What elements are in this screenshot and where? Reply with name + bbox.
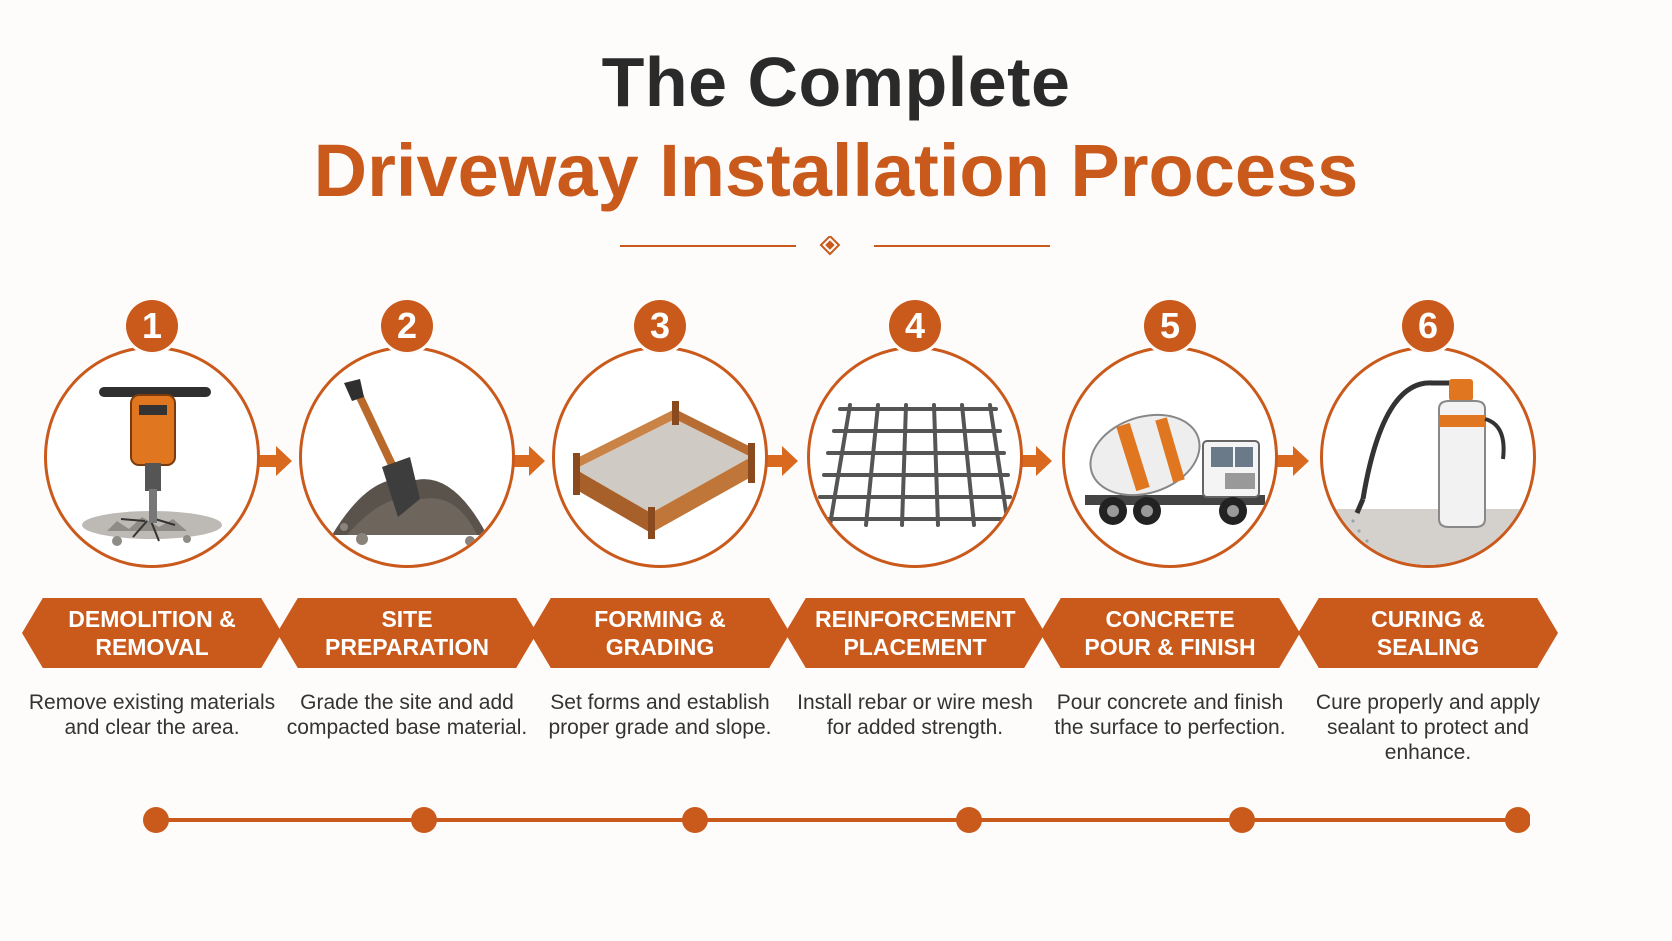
timeline-dot (1505, 807, 1530, 833)
step-description: Remove existing materials and clear the … (28, 691, 276, 739)
step-title-banner: CONCRETE POUR & FINISH (1040, 598, 1300, 668)
wood-forms-icon (573, 401, 755, 539)
step-description: Pour concrete and finish the surface to … (1054, 691, 1286, 739)
step-title: REINFORCEMENT PLACEMENT (815, 606, 1016, 660)
step-2: 2 SITE PREPARATION Grade the site and ad… (277, 300, 537, 770)
jackhammer-icon (82, 387, 222, 546)
step-number-badge: 1 (126, 300, 178, 352)
arrow-right-icon (764, 446, 798, 476)
step-description: Grade the site and add compacted base ma… (286, 691, 528, 739)
step-title-banner: SITE PREPARATION (277, 598, 537, 668)
step-number-badge: 5 (1144, 300, 1196, 352)
step-title-banner: CURING & SEALING (1298, 598, 1558, 668)
rebar-mesh-icon (816, 403, 1014, 527)
step-title: SITE PREPARATION (325, 606, 489, 660)
progress-timeline (143, 807, 1530, 833)
step-title-banner: FORMING & GRADING (530, 598, 790, 668)
step-description: Install rebar or wire mesh for added str… (797, 691, 1033, 739)
step-description: Cure properly and apply sealant to prote… (1315, 691, 1541, 764)
timeline-dot (411, 807, 437, 833)
step-number-badge: 6 (1402, 300, 1454, 352)
step-illustration (552, 346, 768, 568)
arrow-right-icon (511, 446, 545, 476)
arrow-right-icon (1018, 446, 1052, 476)
shovel-icon (332, 379, 487, 546)
timeline-dot (1229, 807, 1255, 833)
timeline-dot (956, 807, 982, 833)
step-title: CURING & SEALING (1371, 606, 1485, 660)
step-illustration (299, 346, 515, 568)
step-illustration (1320, 346, 1536, 568)
step-title-banner: REINFORCEMENT PLACEMENT (785, 598, 1045, 668)
pump-sprayer-icon (1323, 379, 1533, 565)
step-6: 6 CURING & SEALING Cure properly and app… (1298, 300, 1558, 770)
timeline-dot (143, 807, 169, 833)
timeline-dot (682, 807, 708, 833)
step-3: 3 FORMING & GRADING Set forms and establ… (530, 300, 790, 770)
step-title-banner: DEMOLITION & REMOVAL (22, 598, 282, 668)
step-number-badge: 4 (889, 300, 941, 352)
step-illustration (44, 346, 260, 568)
title-line-2: Driveway Installation Process (313, 129, 1359, 212)
step-title: DEMOLITION & REMOVAL (68, 606, 236, 660)
title-line-1: The Complete (601, 43, 1071, 121)
step-illustration (807, 346, 1023, 568)
step-5: 5 CONCRETE POUR & FINISH Pour concrete a… (1040, 300, 1300, 770)
step-1: 1 DEMOLITION & REMOVAL Remove existing m… (22, 300, 282, 770)
step-description: Set forms and establish proper grade and… (548, 691, 772, 739)
step-number-badge: 2 (381, 300, 433, 352)
step-title: CONCRETE POUR & FINISH (1084, 606, 1256, 660)
step-4: 4 REINFORCEMENT PLACEMENT Install rebar … (785, 300, 1045, 770)
step-title: FORMING & GRADING (594, 606, 726, 660)
title-divider (620, 236, 1050, 256)
step-number-badge: 3 (634, 300, 686, 352)
cement-mixer-truck-icon (1085, 413, 1265, 525)
arrow-right-icon (1275, 446, 1309, 476)
arrow-right-icon (258, 446, 292, 476)
step-illustration (1062, 346, 1278, 568)
